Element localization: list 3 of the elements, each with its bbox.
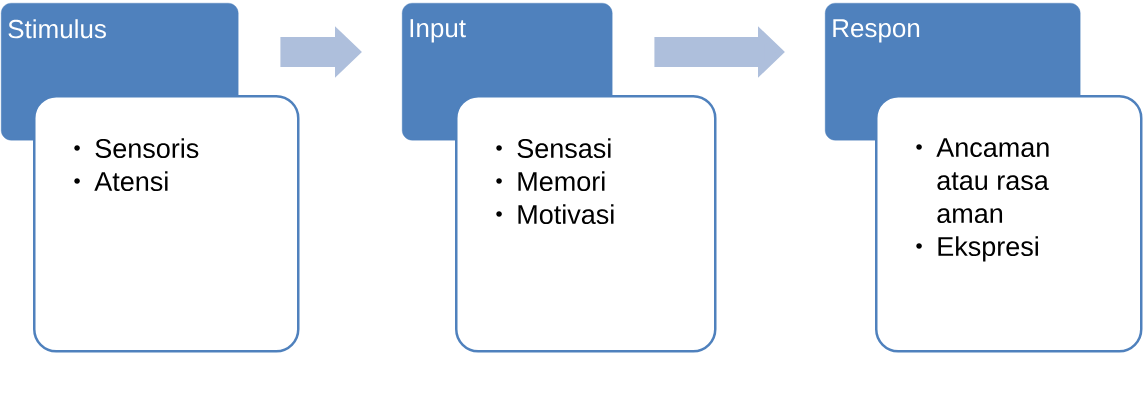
content-box: Sensasi Memori Motivasi — [455, 95, 717, 353]
content-box: Ancaman atau rasa aman Ekspresi — [875, 95, 1143, 353]
content-box: Sensoris Atensi — [33, 95, 300, 353]
